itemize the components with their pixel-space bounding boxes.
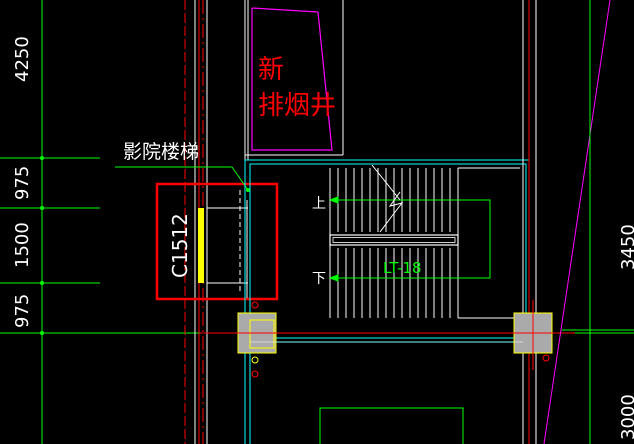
dim-3450: 3450 xyxy=(618,224,634,270)
stair-break-line xyxy=(371,164,404,233)
smoke-shaft-label: 排烟井 xyxy=(258,91,336,121)
stair-treads xyxy=(329,168,459,318)
stair-walk-line xyxy=(328,196,491,282)
dim-975-lower: 975 xyxy=(12,294,33,328)
dim-975-upper: 975 xyxy=(12,166,33,200)
dim-3000: 3000 xyxy=(618,394,634,440)
new-label: 新 xyxy=(258,55,284,85)
stair-labels: 上 下 LT-18 xyxy=(312,196,422,287)
callout-text: 影院楼梯 xyxy=(123,141,199,163)
window-c1512[interactable]: C1512 xyxy=(155,182,279,309)
window-tag: C1512 xyxy=(168,213,192,278)
column-left xyxy=(237,312,277,378)
stair-handrail xyxy=(329,167,520,319)
stair-callout: 影院楼梯 xyxy=(115,141,250,192)
dim-1500: 1500 xyxy=(12,222,33,268)
dim-4250: 4250 xyxy=(12,36,33,82)
smoke-shaft-room: 新 排烟井 xyxy=(244,0,344,160)
lower-room xyxy=(250,341,523,444)
stair-up-label: 上 xyxy=(312,196,326,212)
right-dimension-chain: 3450 3000 xyxy=(543,0,634,444)
stair-tag-label: LT-18 xyxy=(383,259,422,277)
stair-enclosure xyxy=(244,0,537,444)
stair-down-label: 下 xyxy=(312,271,326,287)
